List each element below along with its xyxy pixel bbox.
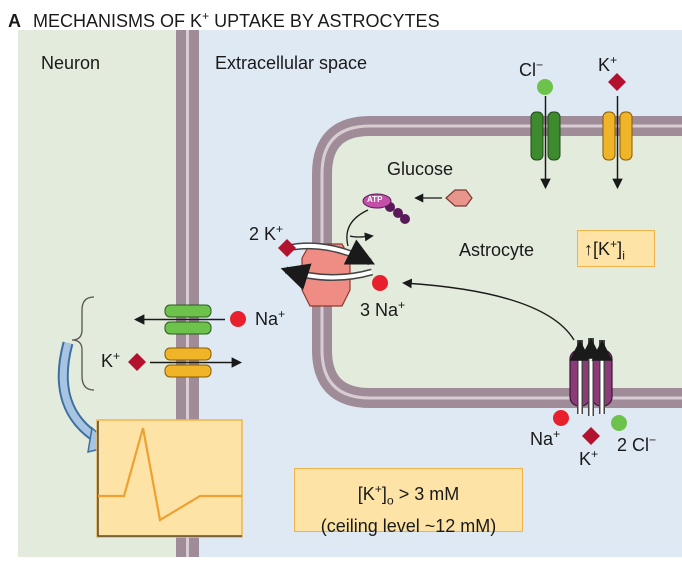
potassium-channel xyxy=(602,111,633,161)
three-na-label: 3 Na+ xyxy=(360,298,406,320)
glucose-label: Glucose xyxy=(387,159,454,179)
neuron-label: Neuron xyxy=(41,53,101,73)
na-neuron-label: Na+ xyxy=(255,307,286,329)
atp-icon xyxy=(362,193,410,224)
k-neuron-label: K+ xyxy=(101,349,121,371)
na-k-pump xyxy=(280,239,376,307)
nkcc-cotransporter xyxy=(569,337,613,416)
two-k-label: 2 K+ xyxy=(249,222,284,244)
ko-box: [K+]o > 3 mM (ceiling level ~12 mM) xyxy=(294,468,523,536)
ko-line2: (ceiling level ~12 mM) xyxy=(320,515,497,536)
astrocyte-label: Astrocyte xyxy=(459,240,535,260)
ki-box: ↑[K+]i xyxy=(577,230,655,267)
chloride-channel xyxy=(530,111,561,161)
glucose-molecule xyxy=(445,189,473,207)
three-na-ion xyxy=(372,275,388,291)
potassium-ion-top xyxy=(608,73,626,91)
grouping-brace xyxy=(71,296,95,391)
chloride-ion-top xyxy=(537,79,553,95)
neuron-na-ion xyxy=(230,311,246,327)
k-cotrans-label: K+ xyxy=(579,447,599,469)
na-ion-cotransporter xyxy=(553,410,569,426)
atp-label: ATP xyxy=(367,195,383,204)
na-cotrans-label: Na+ xyxy=(530,427,561,449)
extracellular-label: Extracellular space xyxy=(215,53,368,73)
action-potential-plot xyxy=(96,419,243,538)
neuron-k-ion xyxy=(128,353,146,371)
cl-top-label: Cl− xyxy=(519,58,544,80)
cl-ion-cotransporter xyxy=(611,415,627,431)
k-top-label: K+ xyxy=(598,53,618,75)
ko-line1: [K+]o > 3 mM xyxy=(357,482,460,508)
two-k-ion xyxy=(278,239,296,257)
k-ion-cotransporter xyxy=(582,427,600,445)
two-cl-label: 2 Cl− xyxy=(617,433,657,455)
neuron-potassium-channel xyxy=(164,347,212,378)
na-from-cotransporter-arrow xyxy=(402,278,575,341)
pump-energy-arrow xyxy=(349,232,374,242)
neuron-sodium-channel xyxy=(164,304,212,335)
panel-letter: A xyxy=(8,11,21,31)
